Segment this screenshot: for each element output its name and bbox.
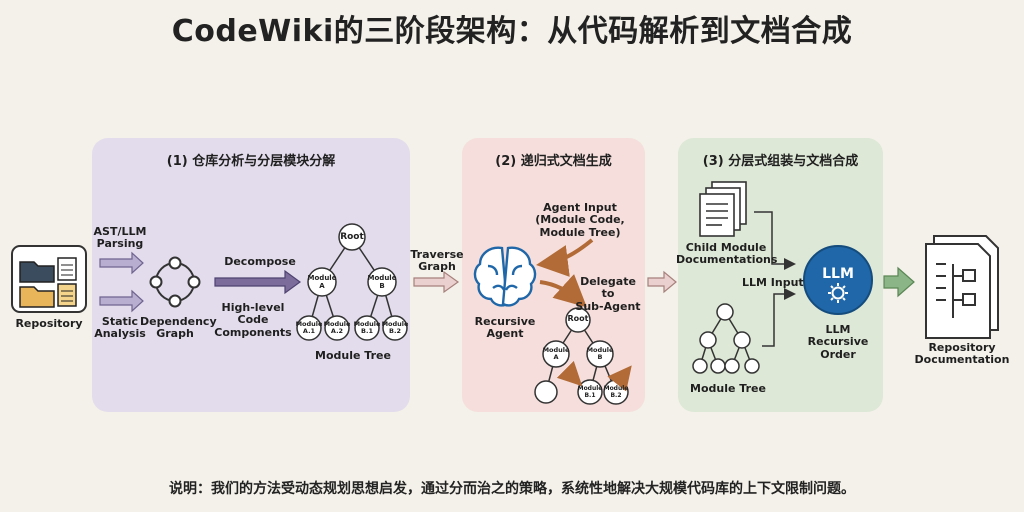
child-module-docs-label: Child Module Documentations: [676, 241, 778, 267]
module-tree-label: Module Tree: [315, 349, 391, 362]
tree2-module-b2-label: Module B.2: [603, 385, 629, 399]
tree1-root-label: Root: [340, 232, 364, 242]
ast-llm-parsing-label: AST/LLM Parsing: [93, 225, 147, 251]
small-arrow-2: [607, 365, 632, 392]
llm-recursive-order-label: LLM Recursive Order: [807, 323, 869, 361]
decompose-label: Decompose: [224, 255, 296, 268]
tree2-root-label: Root: [567, 314, 589, 323]
arrow-to-output: [883, 266, 915, 298]
repository-icon: [11, 245, 87, 313]
llm-input-label: LLM Input: [742, 276, 804, 289]
tree1-module-a-label: Module A: [307, 274, 337, 290]
tree2-module-a-label: Module A: [542, 346, 570, 362]
tree1-module-a1-label: Module A.1: [295, 320, 323, 336]
arrow-static: [99, 289, 144, 313]
traverse-graph-label: Traverse Graph: [410, 248, 464, 274]
llm-icon: LLM: [803, 245, 873, 315]
arrow-to-stage3: [647, 270, 677, 294]
arrow-agent-input: [536, 238, 594, 277]
tree1-module-a2-label: Module A.2: [323, 320, 351, 336]
high-level-components-label: High-level Code Components: [214, 301, 292, 339]
dependency-graph-label: Dependency Graph: [140, 315, 217, 341]
brain-icon: [473, 246, 537, 307]
stage2-title: (2) 递归式文档生成: [495, 154, 612, 169]
arrow-traverse: [413, 270, 460, 294]
static-analysis-label: Static Analysis: [94, 315, 146, 341]
repository-label: Repository: [15, 317, 83, 330]
stage1-panel: [92, 138, 410, 412]
documents-stack-icon: [699, 181, 747, 237]
module-tree-stage3-icon: [692, 303, 760, 374]
caption: 说明：我们的方法受动态规划思想启发，通过分而治之的策略，系统性地解决大规模代码库…: [169, 481, 855, 497]
stage1-title: (1) 仓库分析与分层模块分解: [166, 154, 336, 169]
agent-input-label: Agent Input (Module Code, Module Tree): [535, 201, 625, 239]
repository-documentation-label: Repository Documentation: [914, 341, 1010, 367]
small-arrow-1: [556, 360, 583, 387]
module-tree-stage1: [296, 223, 408, 341]
tree1-module-b1-label: Module B.1: [353, 320, 381, 336]
arrow-delegate: [539, 274, 587, 308]
arrow-tree-to-llm: [762, 288, 796, 347]
recursive-agent-label: Recursive Agent: [474, 315, 536, 341]
page-title: CodeWiki的三阶段架构：从代码解析到文档合成: [171, 14, 853, 49]
tree2-module-b1-label: Module B.1: [577, 385, 603, 399]
llm-text: LLM: [822, 266, 854, 282]
module-tree-stage3-label: Module Tree: [690, 382, 766, 395]
tree1-module-b-label: Module B: [367, 274, 397, 290]
arrow-decompose: [214, 269, 302, 295]
repository-documentation-icon: [925, 235, 999, 339]
tree1-module-b2-label: Module B.2: [381, 320, 409, 336]
dependency-graph-icon: [149, 256, 201, 308]
delegate-label: Delegate to Sub-Agent: [575, 275, 641, 313]
arrow-ast: [99, 251, 144, 275]
stage3-title: (3) 分层式组装与文档合成: [702, 154, 859, 169]
arrow-child-docs-to-llm: [754, 211, 796, 270]
tree2-module-b-label: Module B: [586, 346, 614, 362]
